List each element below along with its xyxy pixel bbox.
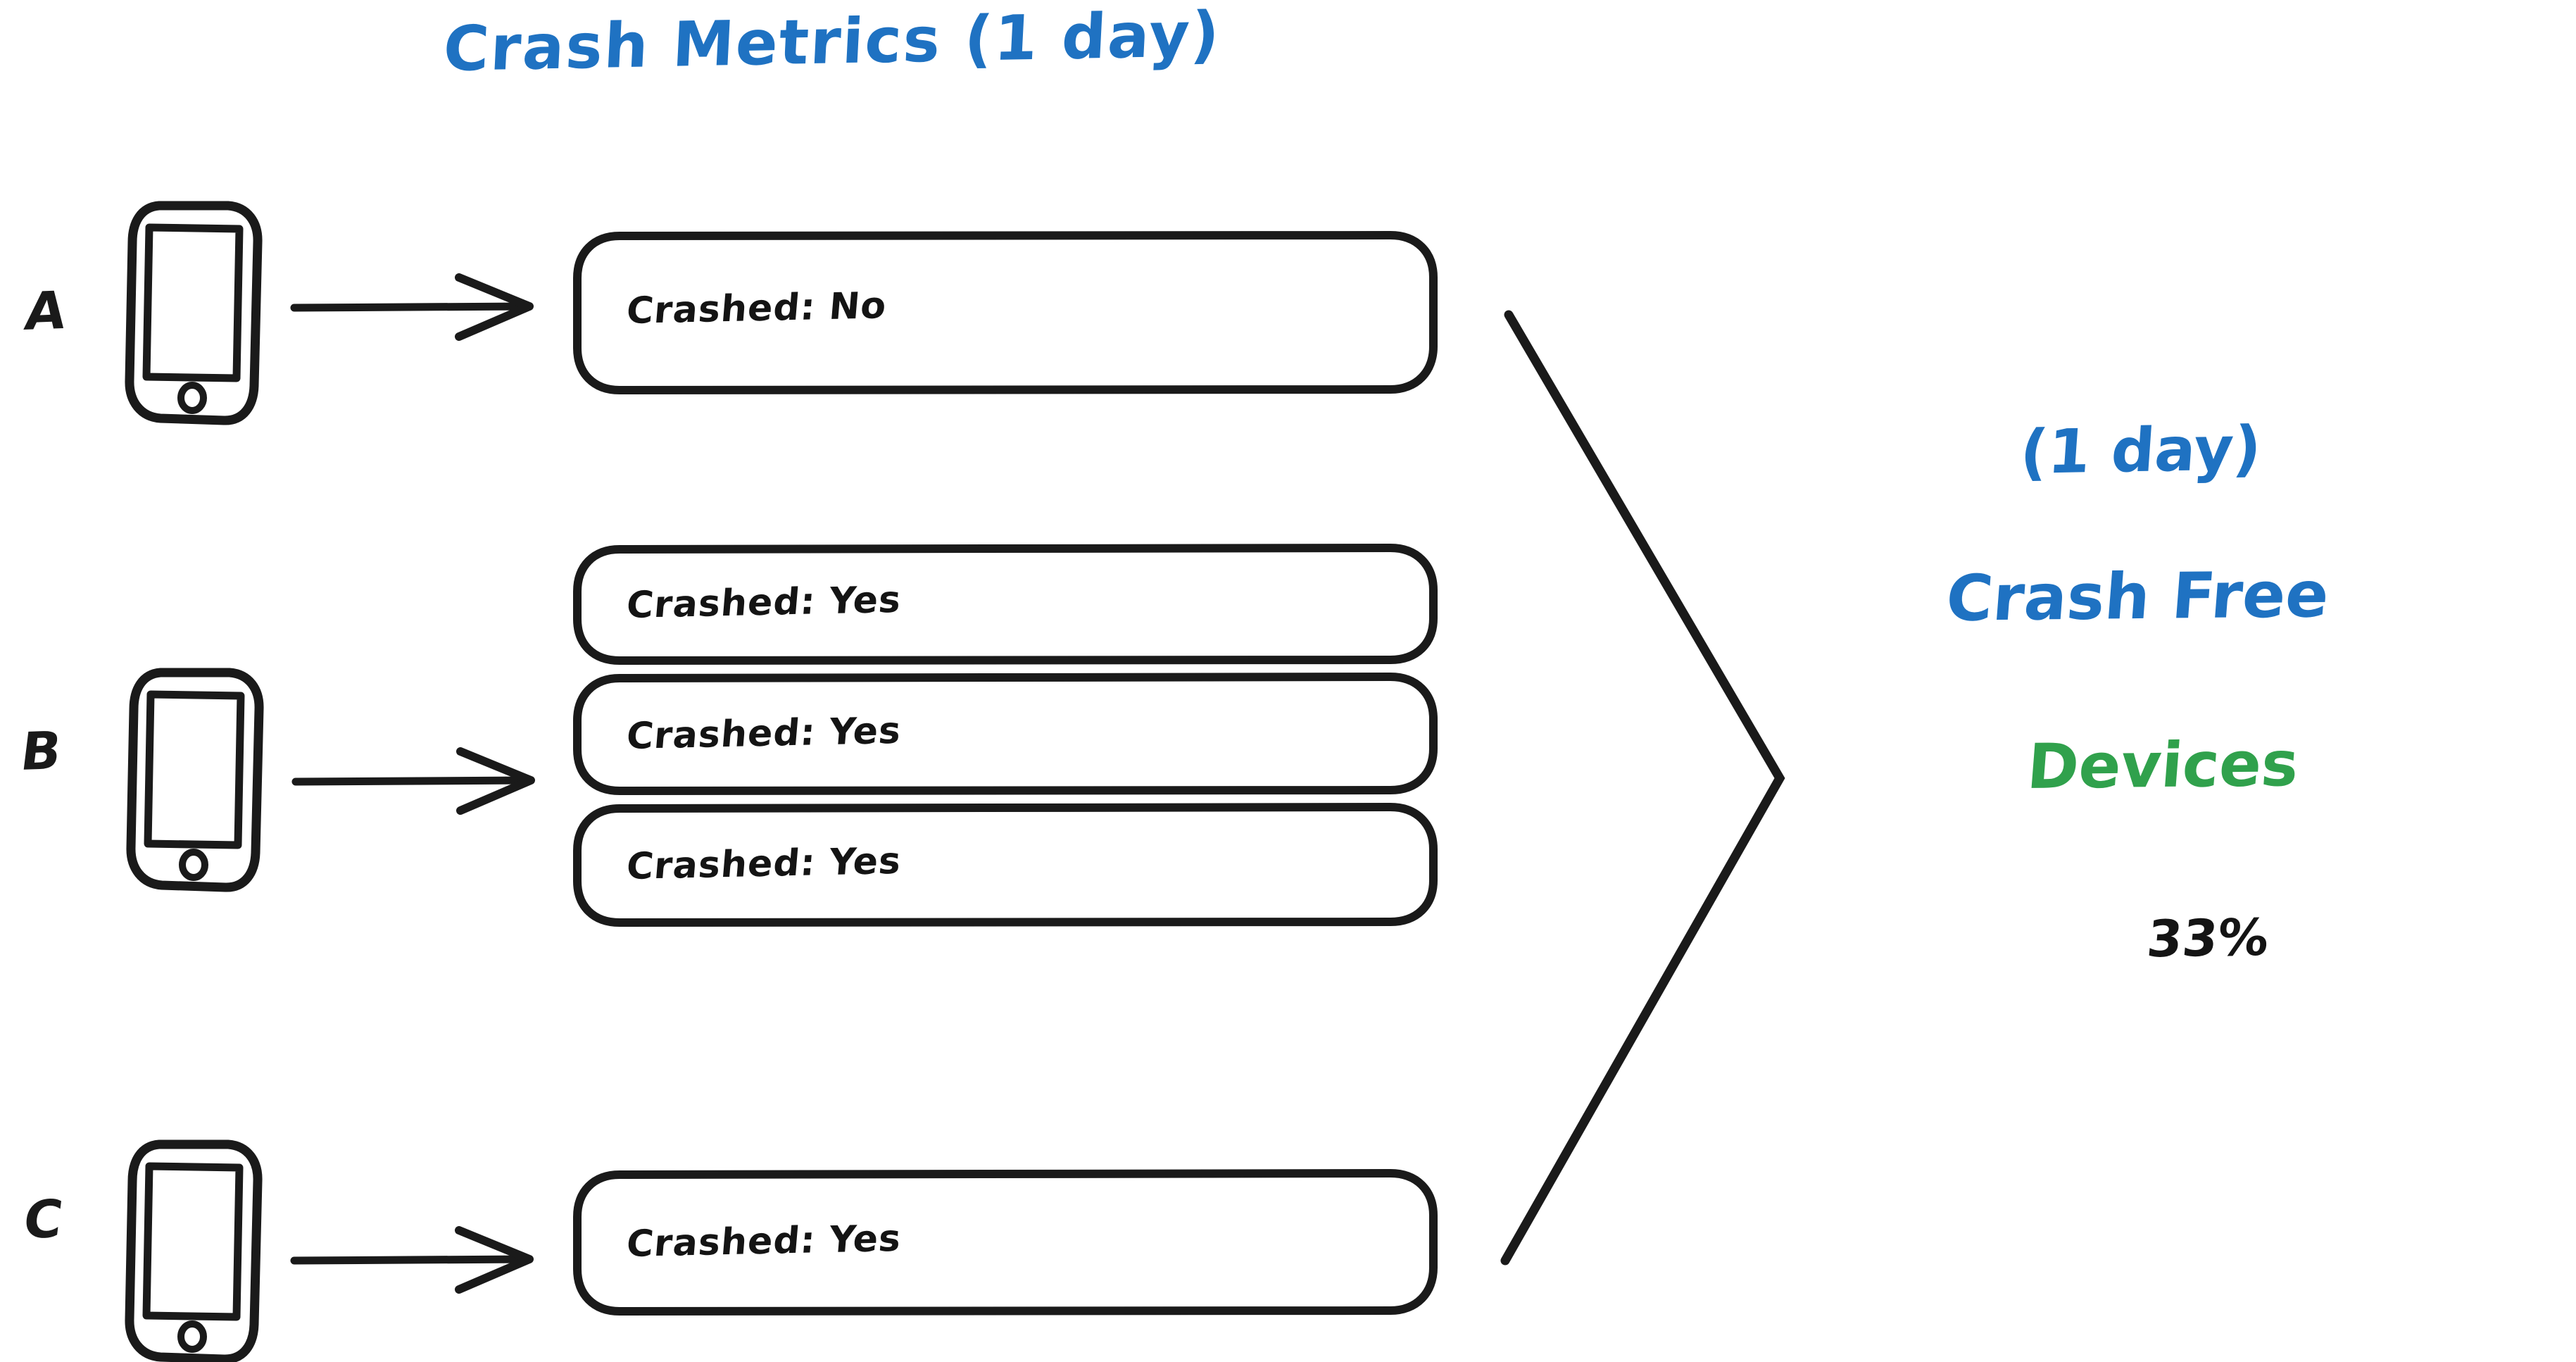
summary-value: 33% (2144, 907, 2272, 969)
session-box[interactable] (573, 231, 1438, 394)
arrow-right-icon-c (290, 1226, 534, 1294)
chevron-right-bracket-icon (1500, 310, 1785, 1266)
device-label-b: B (17, 720, 65, 782)
arrow-right-icon-b (291, 747, 535, 815)
session-status-text: Crashed: No (624, 285, 888, 332)
session-status-text: Crashed: Yes (624, 1217, 903, 1266)
session-box[interactable] (573, 544, 1438, 665)
smartphone-icon-c (125, 1139, 263, 1362)
session-status-text: Crashed: Yes (624, 709, 903, 758)
smartphone-icon-b (126, 668, 264, 892)
summary-subject: Devices (2024, 727, 2301, 804)
session-box[interactable] (573, 1169, 1438, 1316)
summary-metric: Crash Free (1943, 558, 2332, 636)
smartphone-icon-a (125, 201, 263, 425)
page-title: Crash Metrics (1 day) (441, 0, 1223, 85)
device-label-a: A (21, 280, 70, 342)
session-status-text: Crashed: Yes (624, 578, 903, 627)
device-label-c: C (20, 1189, 67, 1251)
arrow-right-icon-a (290, 273, 534, 341)
session-box[interactable] (573, 803, 1438, 927)
session-status-text: Crashed: Yes (624, 839, 903, 888)
session-box[interactable] (573, 673, 1438, 795)
summary-period: (1 day) (2018, 413, 2264, 488)
